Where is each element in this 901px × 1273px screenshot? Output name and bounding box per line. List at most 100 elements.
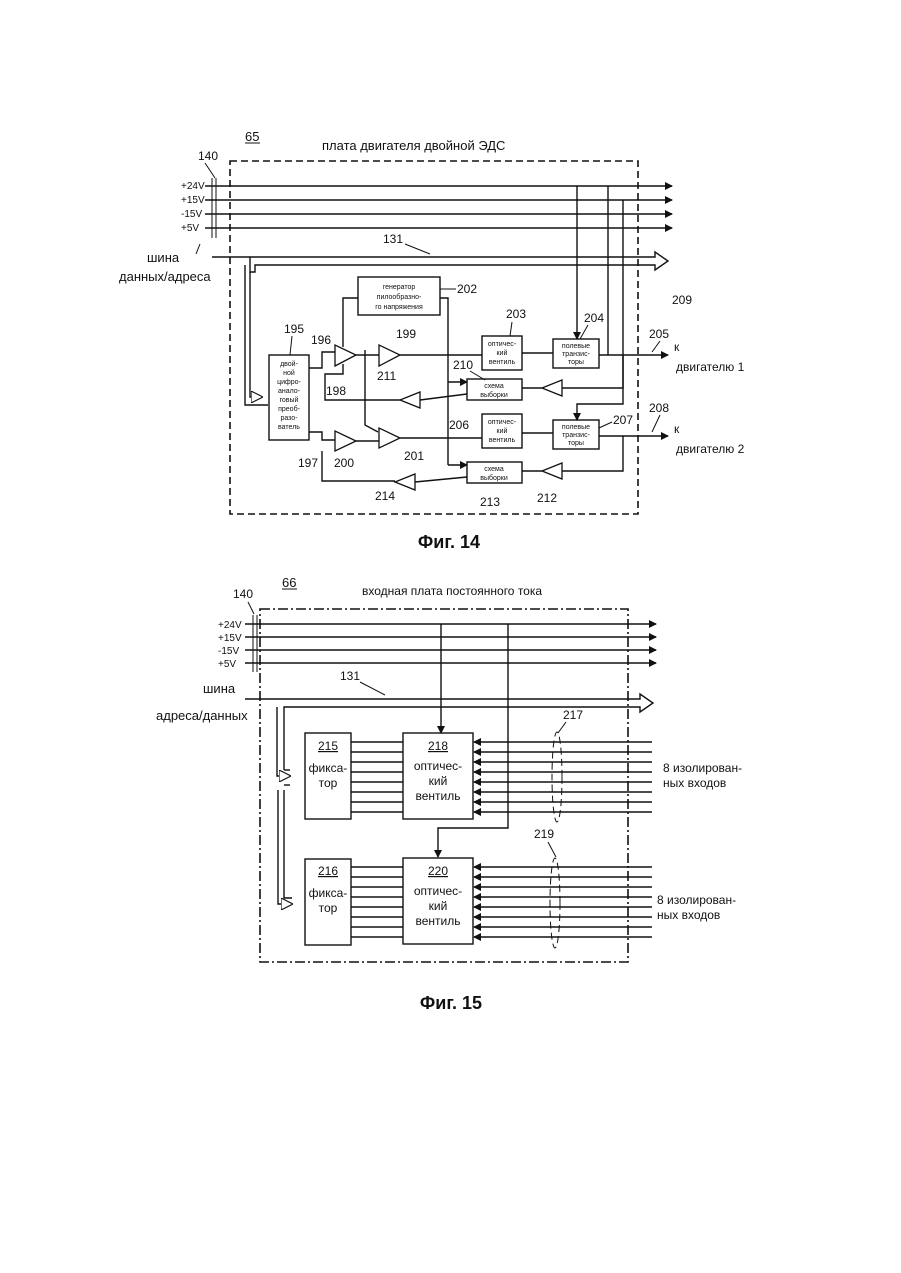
fig14-ref-212: 212 xyxy=(537,491,557,505)
fig15-ref-220: 220 xyxy=(428,864,448,878)
fig14-opto-gate-1: оптичес- кий вентиль 203 xyxy=(482,307,526,370)
figure-15: 66 входная плата постоянного тока 140 +2… xyxy=(156,575,742,1013)
figure-14: 65 плата двигателя двойной ЭДС 140 +24V … xyxy=(119,129,745,552)
fig15-board-ref: 66 xyxy=(282,575,296,590)
svg-text:схема: схема xyxy=(484,466,504,473)
svg-text:говый: говый xyxy=(280,396,299,404)
fig15-bus-lines-1 xyxy=(351,742,403,812)
svg-text:торы: торы xyxy=(568,359,584,366)
svg-text:генератор: генератор xyxy=(383,284,416,291)
fig14-rail-label: -15V xyxy=(181,209,202,220)
fig14-ref-208: 208 xyxy=(649,401,669,415)
svg-text:анало-: анало- xyxy=(278,388,301,395)
fig14-motor2-label: к xyxy=(674,422,680,436)
svg-text:адреса/данных: адреса/данных xyxy=(156,708,248,723)
fig14-opto-gate-2: оптичес- кий вентиль 206 xyxy=(449,414,522,448)
fig14-power-rails: +24V +15V -15V +5V xyxy=(181,178,672,238)
fig14-fet-2: полевые транзис- торы 207 xyxy=(553,413,633,449)
fig14-dual-dac: двой- ной цифро- анало- говый преоб- раз… xyxy=(269,322,309,440)
svg-text:ной: ной xyxy=(283,369,295,377)
svg-text:вентиль: вентиль xyxy=(416,914,461,928)
fig14-sawtooth-generator: генератор пилообразно- го напряжения 202 xyxy=(358,277,477,315)
svg-text:вентиль: вентиль xyxy=(489,437,516,444)
svg-text:выборки: выборки xyxy=(480,391,508,399)
fig15-caption: Фиг. 15 xyxy=(420,993,482,1013)
fig15-ref-215: 215 xyxy=(318,739,338,753)
fig14-caption: Фиг. 14 xyxy=(418,532,480,552)
svg-text:полевые: полевые xyxy=(562,343,590,350)
fig14-ref-205: 205 xyxy=(649,327,669,341)
fig14-motor1-label: к xyxy=(674,340,680,354)
svg-text:тор: тор xyxy=(319,776,338,790)
svg-text:кий: кий xyxy=(497,427,508,435)
fig14-ref-202: 202 xyxy=(457,282,477,296)
fig15-title: входная плата постоянного тока xyxy=(362,584,542,598)
fig15-inputs-label: ных входов xyxy=(663,776,726,790)
fig14-ref-196: 196 xyxy=(311,333,331,347)
svg-text:транзис-: транзис- xyxy=(562,351,590,358)
fig15-ref-219: 219 xyxy=(534,827,554,841)
svg-text:-15V: -15V xyxy=(218,646,239,657)
fig15-power-rails: +24V +15V -15V +5V xyxy=(218,615,656,672)
fig14-rail-label: +15V xyxy=(181,195,205,206)
fig14-ref-200: 200 xyxy=(334,456,354,470)
svg-text:тор: тор xyxy=(319,901,338,915)
svg-text:+24V: +24V xyxy=(218,620,242,631)
svg-text:преоб-: преоб- xyxy=(278,405,300,413)
fig14-ref-198: 198 xyxy=(326,384,346,398)
svg-text:+15V: +15V xyxy=(218,633,242,644)
fig15-isolated-inputs-2: 219 8 изолирован- ных входов xyxy=(474,827,736,948)
fig15-inputs-label: 8 изолирован- xyxy=(657,893,736,907)
fig14-ref-201: 201 xyxy=(404,449,424,463)
fig15-ref-218: 218 xyxy=(428,739,448,753)
fig14-bus-label: шина xyxy=(147,250,180,265)
fig14-ref-204: 204 xyxy=(584,311,604,325)
fig15-latch-1: 215 фикса- тор xyxy=(305,733,351,819)
svg-text:оптичес-: оптичес- xyxy=(488,419,517,426)
fig14-ref-195: 195 xyxy=(284,322,304,336)
svg-text:шина: шина xyxy=(203,681,236,696)
svg-text:131: 131 xyxy=(340,669,360,683)
svg-text:оптичес-: оптичес- xyxy=(414,884,462,898)
fig15-bus-lines-2 xyxy=(351,867,403,937)
fig14-amp-chain-1: 196 199 198 211 xyxy=(309,327,482,432)
fig15-inputs-label: 8 изолирован- xyxy=(663,761,742,775)
svg-text:цифро-: цифро- xyxy=(277,379,301,386)
fig15-bus-ref: 140 xyxy=(233,587,253,601)
fig14-ref-210: 210 xyxy=(453,358,473,372)
svg-text:кий: кий xyxy=(497,349,508,357)
fig15-isolated-inputs-1: 217 8 изолирован- ных входов xyxy=(474,708,742,822)
svg-text:оптичес-: оптичес- xyxy=(488,341,517,348)
fig14-ref-197: 197 xyxy=(298,456,318,470)
svg-text:вентиль: вентиль xyxy=(416,789,461,803)
svg-text:пилообразно-: пилообразно- xyxy=(377,293,422,301)
svg-text:торы: торы xyxy=(568,440,584,447)
fig14-ref-199: 199 xyxy=(396,327,416,341)
svg-text:двой-: двой- xyxy=(280,360,299,368)
fig15-inputs-label: ных входов xyxy=(657,908,720,922)
fig14-motor2-label: двигателю 2 xyxy=(676,442,745,456)
svg-text:кий: кий xyxy=(429,899,448,913)
fig14-board-ref: 65 xyxy=(245,129,259,144)
fig14-ref-207: 207 xyxy=(613,413,633,427)
fig14-bus-ref: 140 xyxy=(198,149,218,163)
fig15-ref-217: 217 xyxy=(563,708,583,722)
fig14-rail-label: +24V xyxy=(181,181,205,192)
fig14-bus-label: данных/адреса xyxy=(119,269,211,284)
fig15-opto-gate-1: 218 оптичес- кий вентиль xyxy=(403,733,473,819)
fig14-bus-number: 131 xyxy=(383,232,403,246)
fig14-rail-label: +5V xyxy=(181,223,199,234)
svg-text:схема: схема xyxy=(484,383,504,390)
svg-text:разо-: разо- xyxy=(280,415,298,422)
fig14-ref-209: 209 xyxy=(672,293,692,307)
fig14-fet-1: полевые транзис- торы 204 xyxy=(553,311,604,368)
fig15-ref-216: 216 xyxy=(318,864,338,878)
fig14-ref-206: 206 xyxy=(449,418,469,432)
svg-text:вентиль: вентиль xyxy=(489,359,516,366)
fig14-ref-213: 213 xyxy=(480,495,500,509)
fig14-title: плата двигателя двойной ЭДС xyxy=(322,138,505,153)
svg-text:+5V: +5V xyxy=(218,659,236,670)
svg-text:ватель: ватель xyxy=(278,424,300,431)
svg-text:фикса-: фикса- xyxy=(309,761,348,775)
fig14-ref-203: 203 xyxy=(506,307,526,321)
